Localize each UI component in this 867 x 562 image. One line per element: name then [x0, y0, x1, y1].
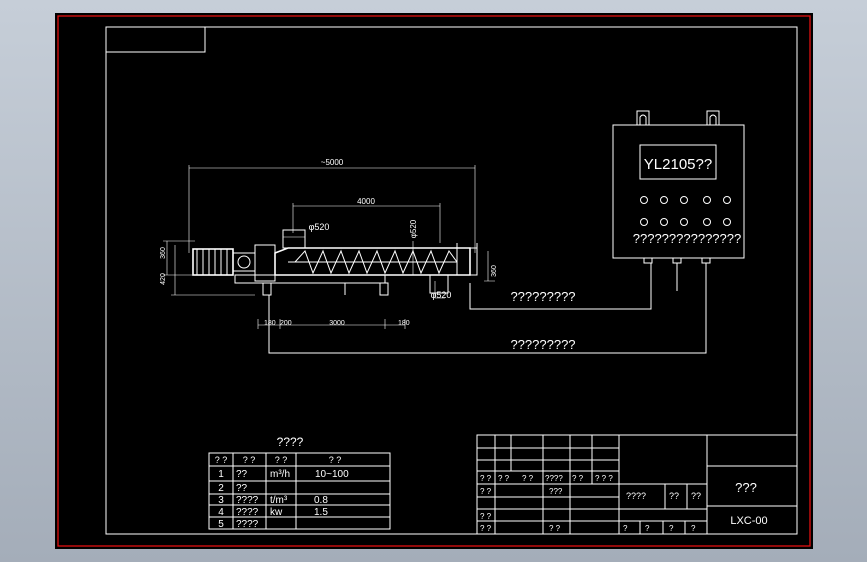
title-cell: ???? [626, 491, 646, 501]
screw-conveyor [192, 229, 478, 296]
controller-display [639, 144, 717, 180]
params-row-name: ?? [236, 483, 248, 494]
params-row-no: 3 [218, 495, 224, 506]
title-cell: ???? [545, 474, 563, 483]
title-cell: ? [645, 524, 650, 533]
dim-dia-bottom: φ520 [431, 290, 452, 300]
title-cell: ? ? ? [595, 474, 613, 483]
dimension-lines [163, 165, 495, 329]
cable-label-top: ????????? [510, 289, 575, 304]
title-cell: ?? [669, 491, 679, 501]
dim-base-3: 3000 [329, 320, 345, 327]
params-row-name: ???? [236, 495, 259, 506]
title-block: ? ? ? ? ? ? ???? ? ? ? ? ? ? ? ??? ???? … [476, 434, 798, 535]
corner-label-box [105, 26, 206, 53]
title-cell: ?? [691, 491, 701, 501]
dim-height-left2: 420 [160, 273, 167, 285]
title-cell: ? ? [549, 524, 561, 533]
params-table-title: ???? [277, 435, 304, 449]
drawing-number: LXC-00 [730, 515, 767, 527]
params-header-unit: ? ? [275, 455, 288, 465]
title-cell: ? ? [522, 474, 534, 483]
title-cell: ? ? [480, 487, 492, 496]
cable-label-bottom: ????????? [510, 337, 575, 352]
params-row-unit: kw [270, 507, 283, 518]
params-row-name: ???? [236, 519, 259, 530]
title-cell: ? [669, 524, 674, 533]
params-row-value: 0.8 [314, 495, 328, 506]
inner-frame [105, 26, 798, 535]
controller-caption: ??????????????? [633, 231, 741, 246]
inlet-hopper [282, 229, 306, 249]
discharge-outlet [429, 274, 449, 294]
outer-frame-red [57, 15, 811, 547]
params-row-name: ???? [236, 507, 259, 518]
title-cell: ? ? [498, 474, 510, 483]
params-row-value: 1.5 [314, 507, 328, 518]
title-cell: ? ? [480, 512, 492, 521]
title-cell: ? ? [572, 474, 584, 483]
params-header-no: ? ? [215, 455, 228, 465]
screw-flights [294, 249, 458, 275]
dim-base-2: 200 [280, 320, 292, 327]
params-row-no: 1 [218, 469, 224, 480]
dim-height-left: 360 [160, 247, 167, 259]
params-row-name: ?? [236, 469, 248, 480]
title-cell: ??? [549, 487, 563, 496]
dim-overall: ~5000 [321, 158, 344, 167]
cad-drawing-canvas: YL2105?? ??????????????? ????????? ?????… [55, 13, 813, 549]
dim-base-4: 180 [398, 320, 410, 327]
params-row-unit: m³/h [270, 469, 290, 480]
params-row-no: 4 [218, 507, 224, 518]
drawing-name: ??? [735, 480, 757, 495]
controller-box: YL2105?? ??????????????? [612, 110, 745, 264]
dim-inner: 4000 [357, 197, 375, 206]
title-cell: ? ? [480, 474, 492, 483]
conveyor-trough [274, 247, 471, 276]
indicator-lights [640, 196, 731, 226]
title-cell: ? [623, 524, 628, 533]
title-cell: ? ? [480, 524, 492, 533]
title-cell: ? [691, 524, 696, 533]
dim-dia-vertical: φ520 [409, 219, 418, 238]
params-row-unit: t/m³ [270, 495, 288, 506]
dim-height-right: 360 [491, 265, 498, 277]
drawing-sheet: YL2105?? ??????????????? ????????? ?????… [57, 15, 811, 547]
params-row-no: 2 [218, 483, 224, 494]
controller-model-label: YL2105?? [644, 156, 712, 173]
cable-routes [268, 263, 707, 354]
params-row-value: 10~100 [315, 469, 349, 480]
params-header-value: ? ? [329, 455, 342, 465]
params-row-no: 5 [218, 519, 224, 530]
dim-dia-top: φ520 [309, 222, 330, 232]
params-table: ???? ? ? ? ? ? ? ? ? 1 ?? m³/h 10~100 2 … [208, 435, 391, 530]
params-header-name: ? ? [243, 455, 256, 465]
dim-base-1: 180 [264, 320, 276, 327]
base-frame [234, 274, 386, 284]
